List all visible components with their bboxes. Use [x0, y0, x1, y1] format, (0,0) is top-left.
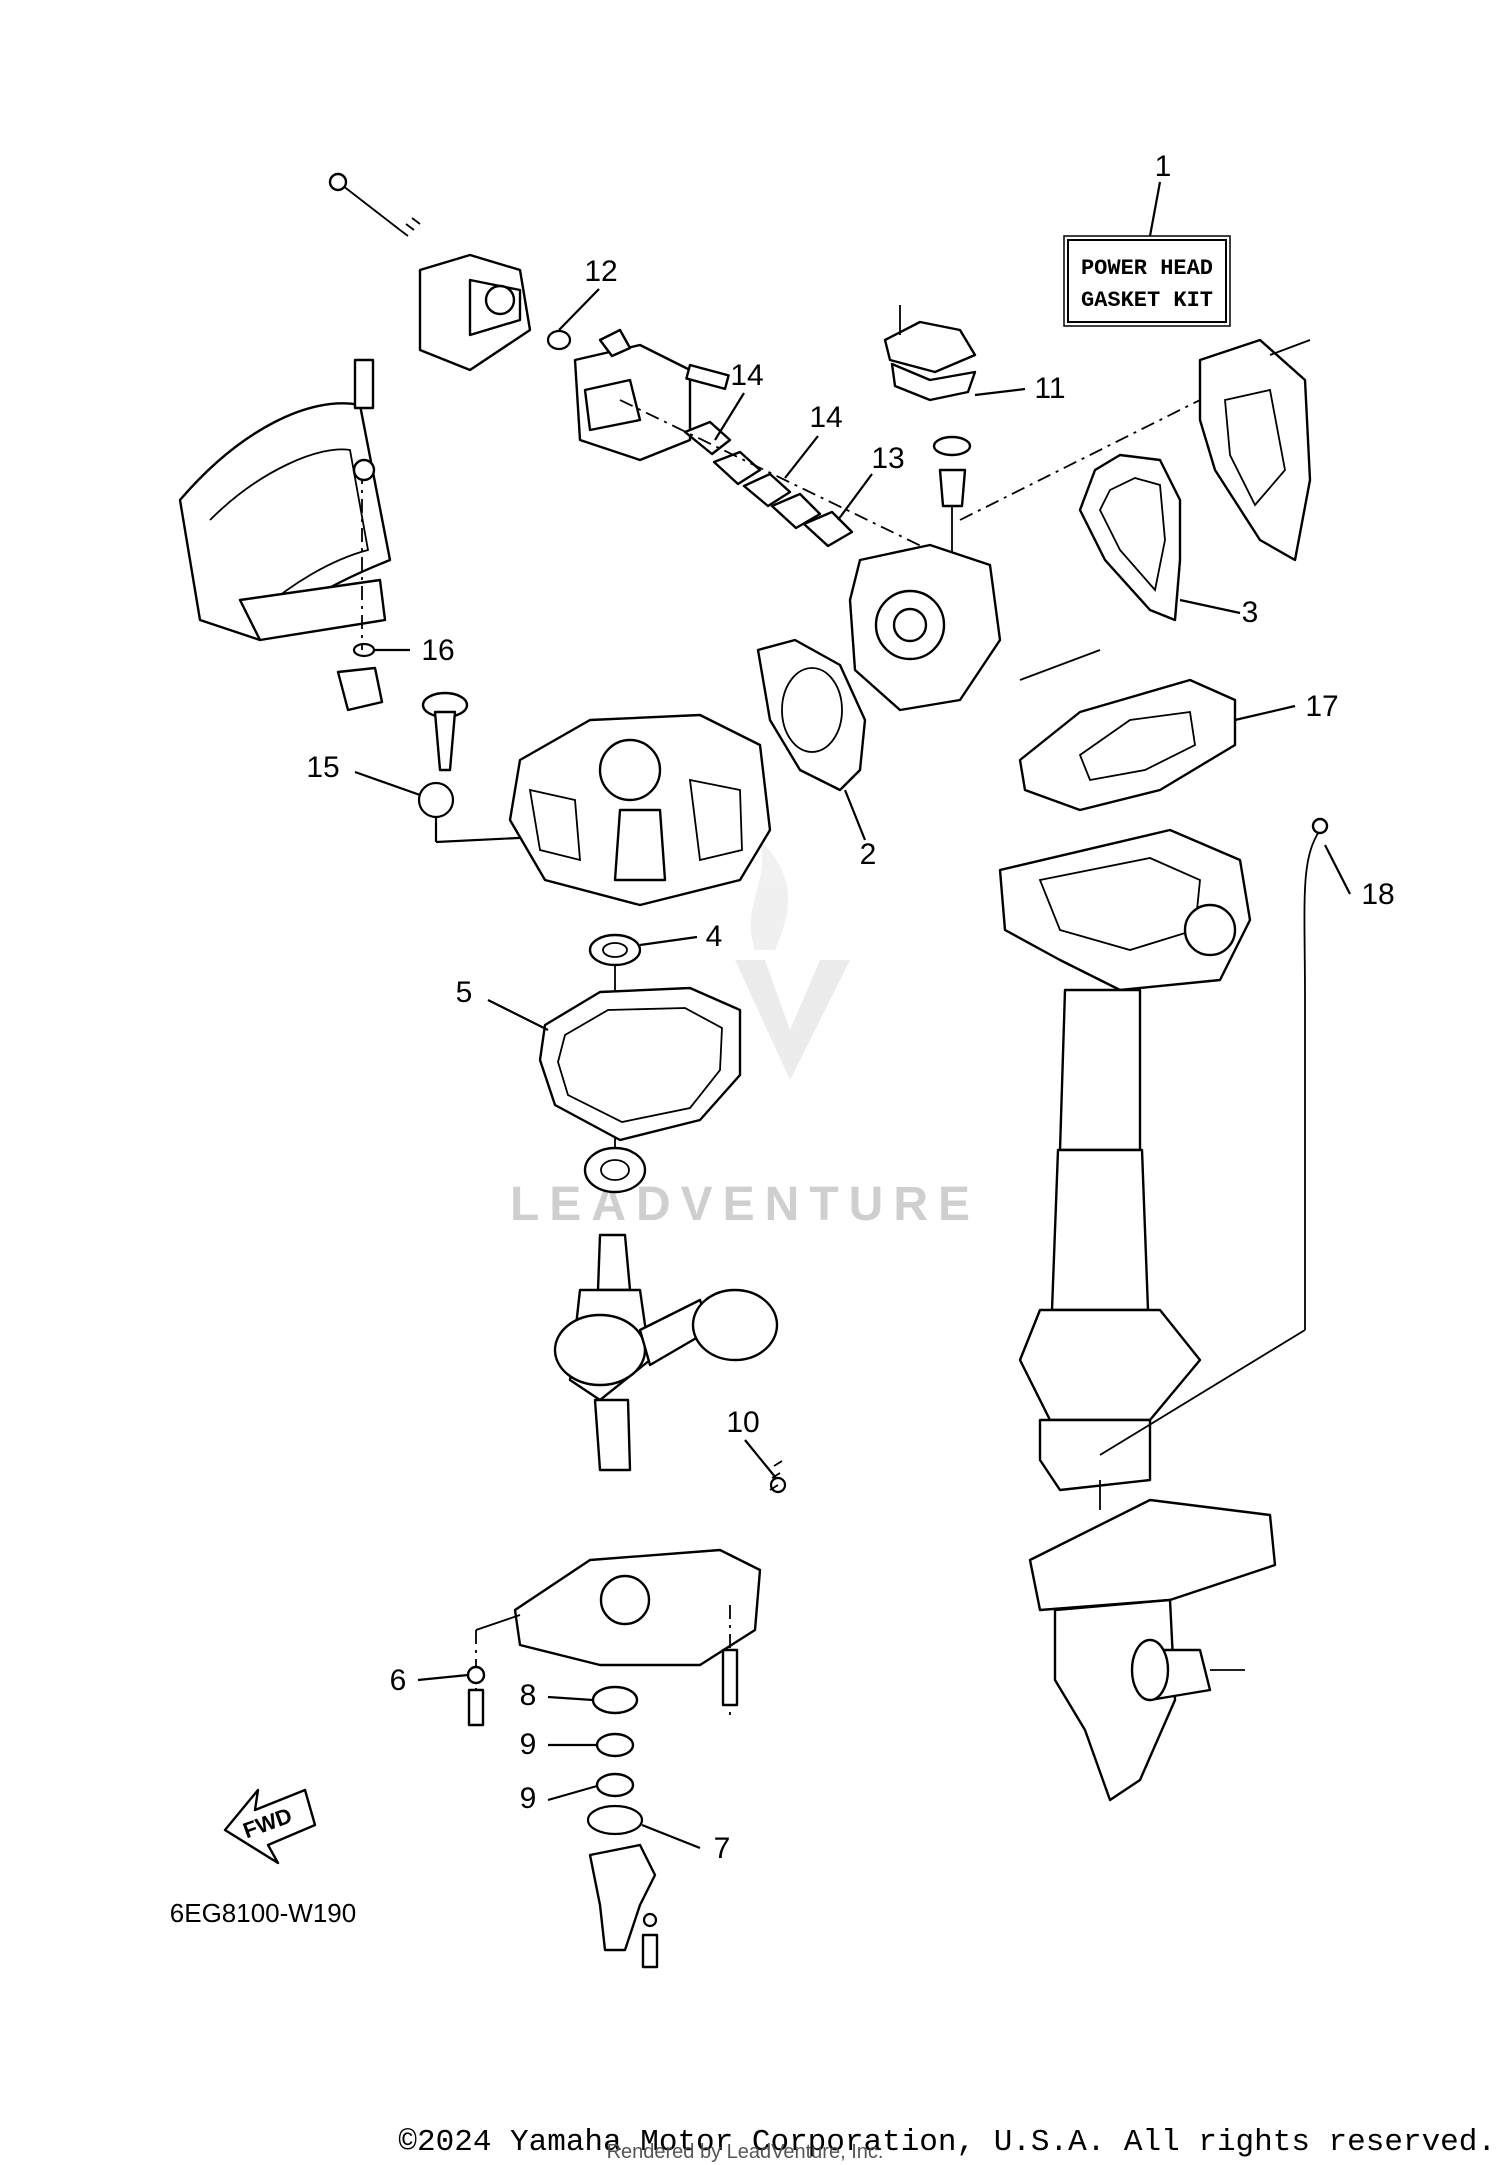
- flywheel-cover: [178, 358, 392, 712]
- callout-14-right: 14: [809, 401, 842, 434]
- callout-17: 17: [1305, 690, 1338, 723]
- crankcase: [475, 1460, 787, 1700]
- oil-plug: [417, 691, 641, 844]
- callout-3: 3: [1242, 596, 1259, 629]
- seal-gasket-bearing: [538, 933, 742, 1194]
- callout-9-lower: 9: [520, 1782, 537, 1815]
- callout-5: 5: [456, 976, 473, 1009]
- gasket-kit-line1: POWER HEAD: [1081, 256, 1213, 281]
- crankshaft: [553, 1233, 779, 1472]
- upper-casing: [998, 828, 1252, 1492]
- gasket-kit-line2: GASKET KIT: [1081, 288, 1213, 313]
- watermark-text: LEADVENTURE: [510, 1178, 980, 1231]
- cylinder-head: [848, 394, 1211, 712]
- callout-14-left: 14: [730, 359, 763, 392]
- exhaust-cover: [1198, 338, 1312, 562]
- lower-casing: [1028, 1480, 1277, 1802]
- copyright-notice: ©2024 Yamaha Motor Corporation, U.S.A. A…: [398, 2125, 1496, 2160]
- cylinder-block: [508, 713, 772, 907]
- intake-gaskets: [619, 399, 951, 561]
- head-cover-gasket: [1078, 453, 1182, 622]
- leader-lines: [354, 288, 1351, 1850]
- thermostat-cover: [883, 305, 977, 590]
- watermark-logo-icon: [735, 840, 850, 1080]
- callout-9-upper: 9: [520, 1728, 537, 1761]
- lower-small-parts: [466, 1605, 739, 1969]
- diagram-code: 6EG8100-W190: [170, 1898, 356, 1928]
- gasket-kit-box: POWER HEAD GASKET KIT: [1063, 181, 1231, 327]
- callout-10: 10: [726, 1406, 759, 1439]
- callout-8: 8: [520, 1679, 537, 1712]
- watermark: LEADVENTURE: [510, 840, 980, 1231]
- top-left-assembly: [328, 172, 572, 372]
- water-tube: [1099, 817, 1329, 1456]
- carburetor: [573, 328, 730, 462]
- callout-16: 16: [421, 634, 454, 667]
- callout-12: 12: [584, 255, 617, 288]
- callout-18: 18: [1361, 878, 1394, 911]
- rendered-by-notice: Rendered by LeadVenture, Inc.: [607, 2141, 884, 2163]
- callout-15: 15: [306, 751, 339, 784]
- cylinder-gasket: [756, 638, 867, 792]
- callout-numbers: 1 2 3 4 5 6 7 8 9 9 10 11 12 13 14 14 15…: [306, 150, 1394, 1865]
- exhaust-guide-gasket: [1018, 678, 1237, 812]
- callout-6: 6: [390, 1664, 407, 1697]
- callout-13: 13: [871, 442, 904, 475]
- callout-1: 1: [1155, 150, 1172, 183]
- fwd-arrow-icon: FWD: [223, 1788, 317, 1865]
- callout-2: 2: [860, 838, 877, 871]
- callout-4: 4: [706, 920, 723, 953]
- callout-7: 7: [714, 1832, 731, 1865]
- callout-11: 11: [1034, 372, 1065, 405]
